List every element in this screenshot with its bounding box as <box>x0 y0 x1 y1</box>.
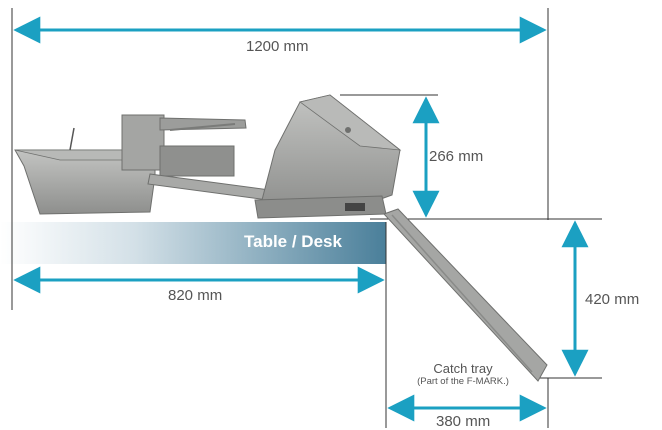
label-unit-height: 266 mm <box>429 148 484 165</box>
catch-tray-title: Catch tray <box>433 361 493 376</box>
label-tray-drop: 420 mm <box>585 291 640 308</box>
machine-illustration <box>14 94 548 382</box>
dimension-arrows <box>13 16 589 422</box>
label-overall-width: 1200 mm <box>246 38 309 55</box>
catch-tray-subtitle: (Part of the F-MARK.) <box>417 376 509 387</box>
label-table-depth: 820 mm <box>168 287 223 304</box>
guide-lines <box>11 8 602 428</box>
label-tray-reach: 380 mm <box>436 413 491 430</box>
table-desk <box>0 222 386 264</box>
desk-label: Table / Desk <box>244 232 342 251</box>
